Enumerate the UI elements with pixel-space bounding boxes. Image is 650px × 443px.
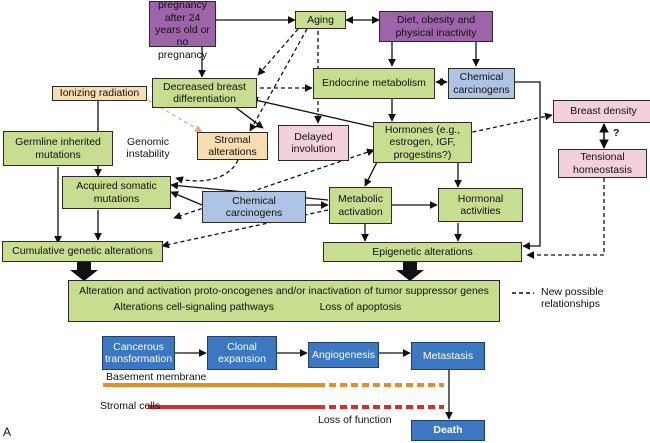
box-cancerous-transformation: Cancerous transformation (102, 336, 175, 370)
hormones-to-decreased-arrow (250, 96, 375, 128)
label-stromal-cells: Stromal cells (100, 400, 161, 412)
label-genomic-instability: Genomic instability (126, 136, 170, 161)
hormones-to-density-dashed (444, 112, 553, 139)
box-endocrine-metabolism: Endocrine metabolism (313, 68, 435, 99)
box-germline-mutations: Germline inherited mutations (3, 131, 113, 166)
box-chemical-carcinogens-top: Chemical carcinogens (448, 68, 515, 99)
box-diet-obesity: Diet, obesity and physical inactivity (379, 11, 493, 42)
box-delayed-involution: Delayed involution (278, 125, 349, 161)
box-hormones: Hormones (e.g., estrogen, IGF, progestin… (373, 122, 472, 163)
box-breast-density: Breast density (553, 100, 650, 123)
carcinogens-to-epigenetic-arrow (515, 81, 541, 250)
box-tensional-homeostasis: Tensional homeostasis (558, 149, 647, 178)
box-alteration-activation: Alteration and activation proto-oncogene… (68, 280, 500, 322)
box-stromal-alterations: Stromal alterations (197, 132, 268, 160)
box-angiogenesis: Angiogenesis (308, 342, 379, 368)
alteration-line-1: Alteration and activation proto-oncogene… (79, 285, 489, 297)
hormones-to-metabolic-arrow (364, 159, 379, 187)
aging-to-decreased-dashed (257, 28, 299, 76)
alteration-row-2: Alterations cell-signaling pathways Loss… (72, 301, 496, 313)
decreased-to-involution-arrow (234, 106, 264, 129)
box-acquired-somatic: Acquired somatic mutations (62, 176, 171, 209)
box-ionizing-radiation: Ionizing radiation (52, 86, 147, 101)
tensional-to-epigenetic-dashed (526, 178, 605, 259)
carcinogens-to-acquired-arrow (170, 191, 203, 206)
box-clonal-expansion: Clonal expansion (207, 336, 277, 370)
alteration-line-2: Alterations cell-signaling pathways (113, 301, 275, 314)
box-epigenetic: Epigenetic alterations (323, 242, 522, 262)
box-cumulative-genetic: Cumulative genetic alterations (2, 241, 163, 262)
aging-to-stromal-dashed (249, 28, 308, 132)
box-aging: Aging (295, 11, 346, 29)
epigenetic-down-thick-arrow (396, 262, 424, 281)
box-delayed-pregnancy: Delayed pregnancy after 24 years old or … (149, 0, 216, 61)
box-decreased-breast: Decreased breast differentiation (152, 78, 257, 108)
box-chemical-carcinogens-mid: Chemical carcinogens (202, 191, 306, 223)
box-metastasis: Metastasis (411, 342, 485, 370)
label-loss-of-function: Loss of function (318, 414, 392, 426)
box-death: Death (411, 420, 485, 441)
label-panel-a: A (3, 425, 12, 439)
box-metabolic-activation: Metabolic activation (329, 187, 392, 224)
legend-text: New possible relationships (541, 286, 604, 311)
stromal-genomic-dashed (175, 159, 239, 184)
box-hormonal-activities: Hormonal activities (438, 188, 523, 222)
cumulative-down-thick-arrow (70, 262, 98, 281)
alteration-line-3: Loss of apoptosis (319, 301, 402, 314)
label-basement-membrane: Basement membrane (106, 371, 207, 383)
label-question-mark: ? (613, 127, 620, 139)
